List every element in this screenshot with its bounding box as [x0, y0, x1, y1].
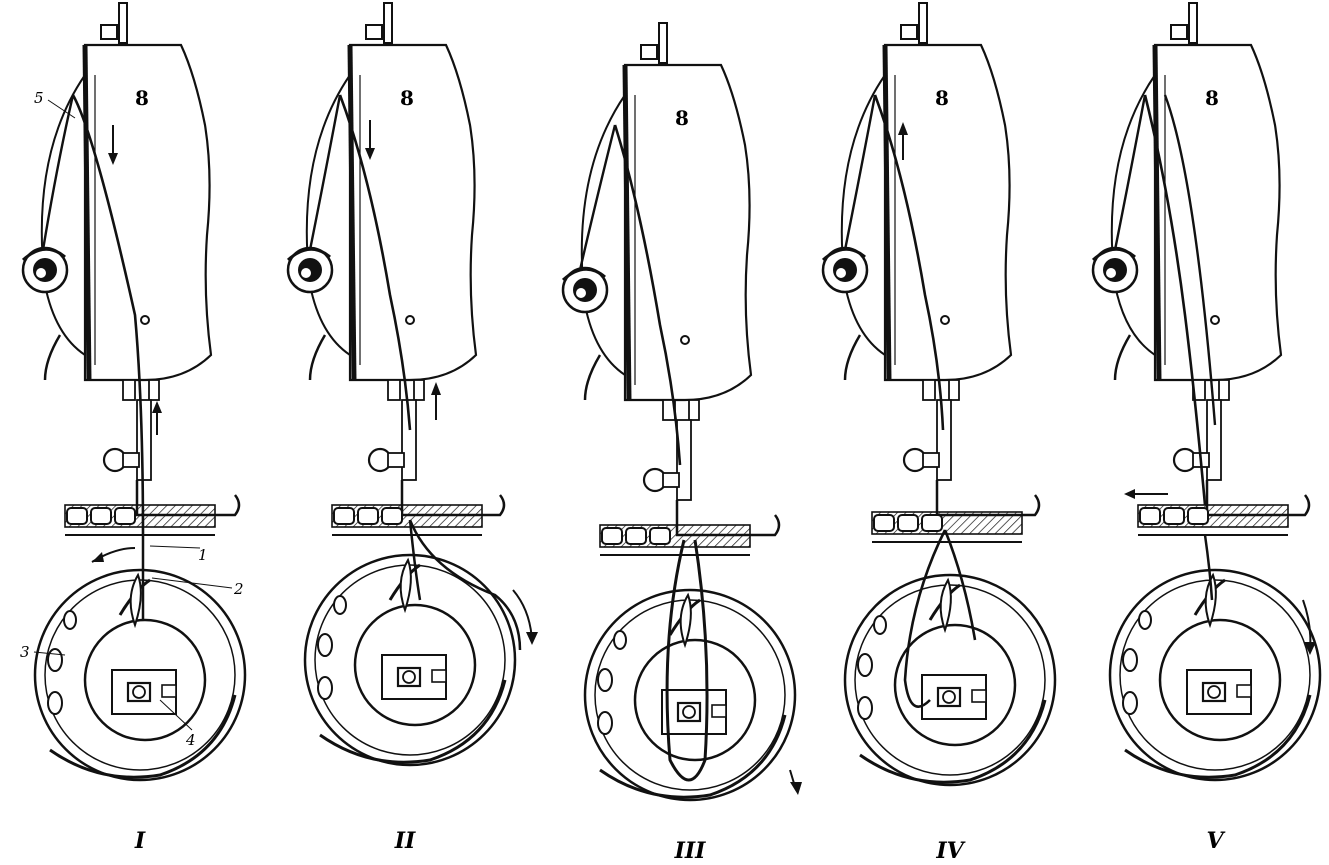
stage-1-sewing-head [23, 3, 239, 536]
stage-4-label: IV [935, 838, 965, 864]
stage-5-hook [1108, 568, 1322, 782]
stage-2-hook [303, 553, 517, 767]
stage-1-panel: 1 2 3 4 5 I [20, 3, 247, 854]
arrow-down-icon-head [108, 153, 118, 165]
stage-5-fabric [1137, 504, 1289, 536]
callout-2: 2 [233, 580, 244, 598]
callout-1: 1 [198, 546, 208, 564]
stage-4-panel: IV [823, 3, 1057, 864]
stage-3-hook [583, 588, 797, 802]
stage-3-label: III [674, 838, 707, 864]
stage-4-sewing-head [823, 3, 1039, 515]
stage-2-sewing-head [288, 3, 504, 515]
callout-5: 5 [34, 89, 44, 107]
stage-1-fabric [64, 504, 216, 536]
stage-2-fabric [331, 504, 483, 536]
stage-5-sewing-head [1093, 3, 1309, 515]
stage-1-hook [33, 568, 247, 782]
callout-4: 4 [185, 731, 196, 749]
stage-3-sewing-head [563, 23, 779, 535]
stage-5-label: V [1206, 828, 1225, 854]
stage-3-panel: III [563, 23, 802, 864]
stage-2-label: II [394, 828, 416, 854]
stage-5-panel: V [1093, 3, 1322, 854]
stage-3-fabric [599, 524, 751, 556]
stage-1-label: I [134, 828, 146, 854]
stage-2-panel: II [288, 3, 538, 854]
callout-3: 3 [20, 643, 30, 661]
stage-4-hook [843, 573, 1057, 787]
